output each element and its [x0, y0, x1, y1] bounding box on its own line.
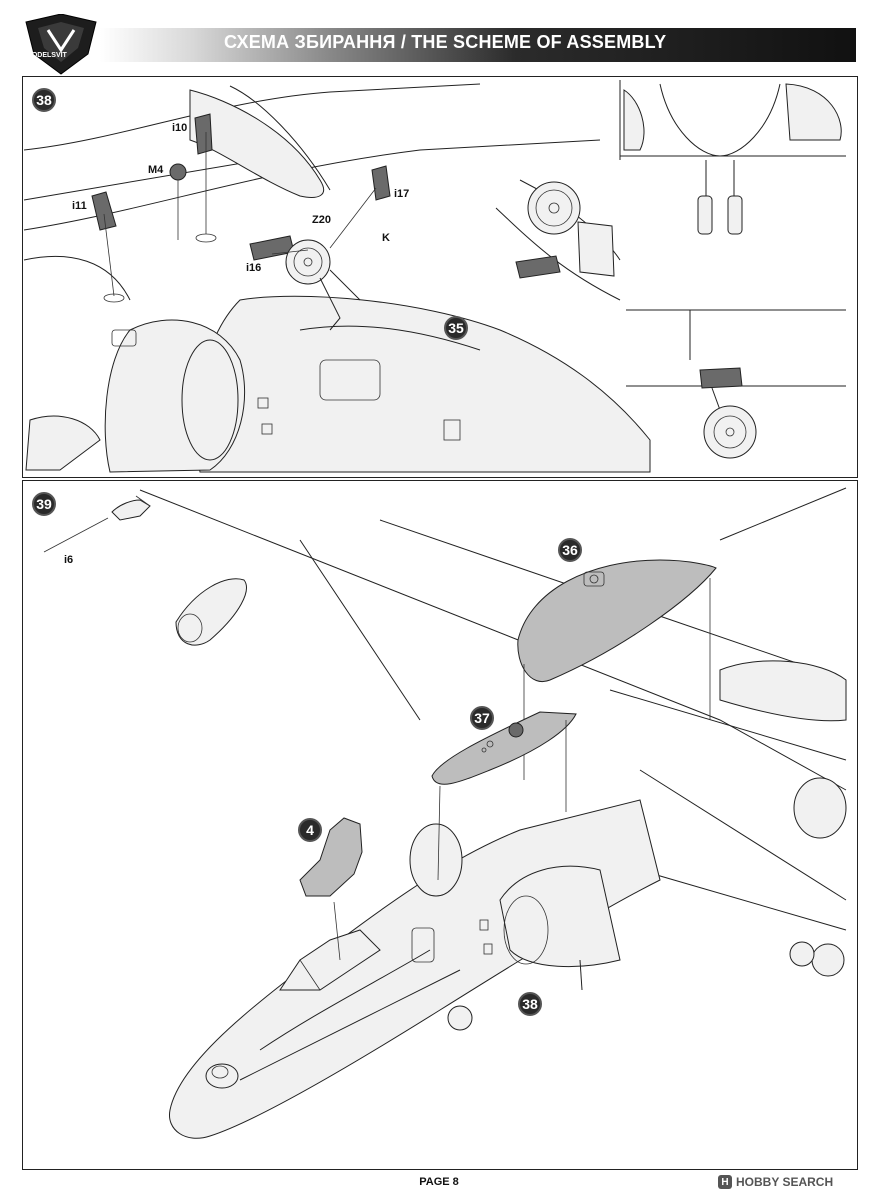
inset-front-view	[619, 83, 846, 235]
part-i6-pitot	[111, 499, 151, 521]
callout-38: 38	[518, 992, 542, 1016]
header-banner	[100, 28, 856, 62]
inset-main-gear	[626, 309, 846, 459]
part-36-fairing	[517, 559, 717, 683]
step-38-airframe-drawing	[23, 83, 651, 473]
label-i10: i10	[172, 122, 188, 134]
label-Z20: Z20	[312, 214, 331, 226]
label-i17: i17	[394, 188, 410, 200]
page-number: PAGE 8	[419, 1176, 459, 1188]
label-i6: i6	[64, 554, 74, 566]
logo-text: MODELSVIT	[26, 52, 67, 59]
hobby-search-logo-icon: H	[718, 1175, 732, 1189]
page-title: СХЕМА ЗБИРАННЯ / THE SCHEME OF ASSEMBLY	[224, 32, 667, 52]
step-number-39: 39	[32, 492, 56, 516]
inset-nose-gear	[495, 179, 621, 301]
part-37-panel	[431, 711, 577, 785]
step-39-aircraft-drawing	[139, 487, 847, 1139]
step-number-38: 38	[32, 88, 56, 112]
watermark: H HOBBY SEARCH	[718, 1172, 868, 1192]
watermark-text: HOBBY SEARCH	[736, 1175, 834, 1189]
part-4-seat	[299, 817, 363, 897]
label-i16: i16	[246, 262, 262, 274]
modelsvit-logo	[25, 14, 97, 75]
callout-35: 35	[444, 316, 468, 340]
callout-37: 37	[470, 706, 494, 730]
callout-4: 4	[298, 818, 322, 842]
callout-36: 36	[558, 538, 582, 562]
label-M4: M4	[148, 164, 164, 176]
label-i11: i11	[72, 200, 87, 212]
label-K: K	[382, 232, 390, 244]
